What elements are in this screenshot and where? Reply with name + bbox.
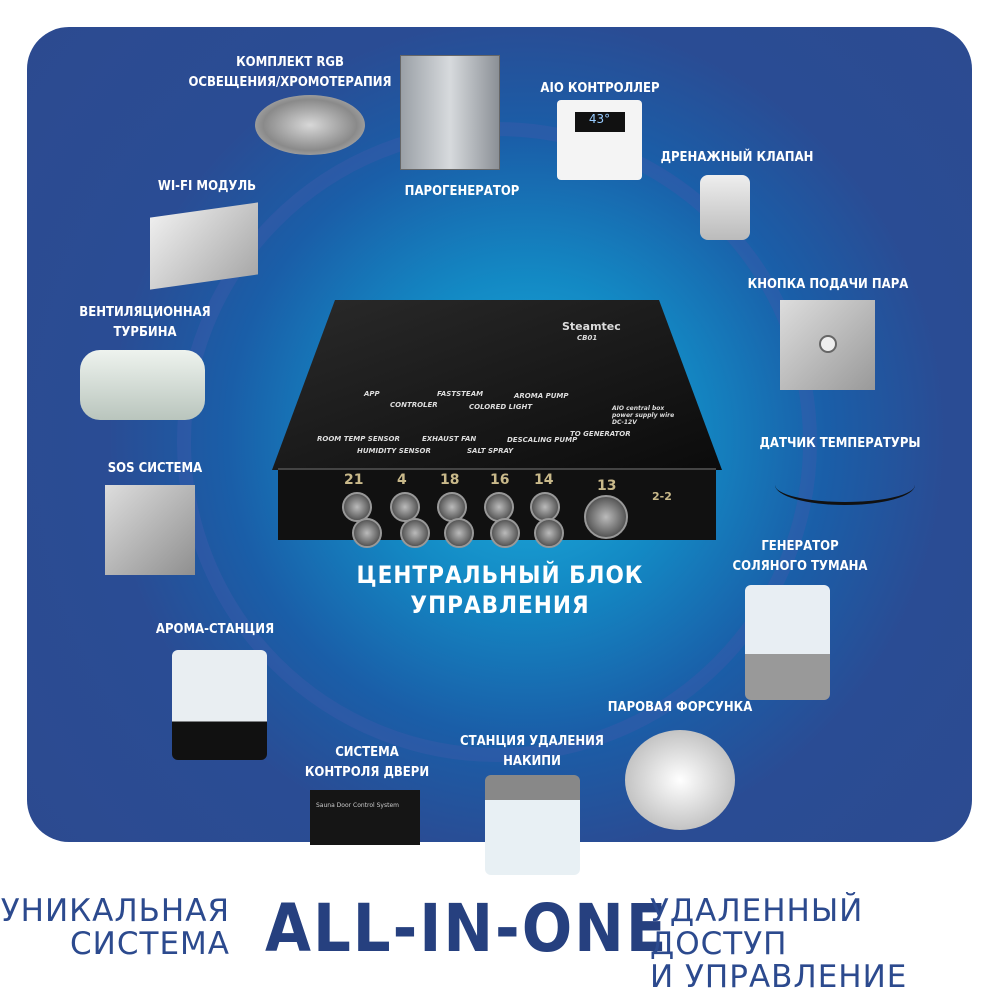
sos-system-image [105, 485, 195, 575]
steam-generator-image [400, 55, 500, 170]
silk-label: ROOM TEMP SENSOR [317, 435, 400, 443]
drain-valve-image [700, 175, 750, 240]
label-nozzle: ПАРОВАЯ ФОРСУНКА [607, 700, 753, 715]
silk-label: AIO central box power supply wire DC-12V [612, 405, 675, 426]
silk-label: AROMA PUMP [514, 392, 569, 400]
steam-button-image [780, 300, 875, 390]
salt-fog-generator-image [745, 585, 830, 700]
silk-label: COLORED LIGHT [469, 403, 533, 411]
door-control-system-image: Sauna Door Control System [310, 790, 420, 845]
footer-title: ALL-IN-ONE [265, 890, 669, 967]
silk-label: DESCALING PUMP [507, 436, 578, 444]
controller-display: 43° [574, 112, 625, 132]
port-number: 21 [344, 472, 364, 488]
port-number: 18 [440, 472, 460, 488]
label-aroma: АРОМА-СТАНЦИЯ [155, 622, 275, 637]
label-steam-generator: ПАРОГЕНЕРАТОР [404, 184, 520, 199]
rgb-light-kit-image [255, 95, 365, 155]
label-wifi: WI-FI МОДУЛЬ [157, 179, 257, 194]
door-box-text: Sauna Door Control System [316, 802, 399, 809]
box-brand: Steamtec [562, 320, 621, 333]
central-control-box-image: Steamtec CB01 APP CONTROLER FASTSTEAM CO… [272, 300, 722, 548]
label-steam-button: КНОПКА ПОДАЧИ ПАРА [747, 277, 909, 292]
silk-label: TO GENERATOR [570, 430, 631, 438]
label-sos: SOS СИСТЕМА [107, 461, 203, 476]
temperature-sensor-image [775, 465, 915, 505]
port-number: 4 [397, 472, 407, 488]
steam-nozzle-image [625, 730, 735, 830]
silk-label: CONTROLER [390, 401, 438, 409]
port-number: 2-2 [652, 490, 672, 503]
silk-label: APP [364, 390, 380, 398]
box-model: CB01 [577, 334, 598, 342]
silk-label: HUMIDITY SENSOR [357, 447, 431, 455]
descaling-station-image [485, 775, 580, 875]
label-temp-sensor: ДАТЧИК ТЕМПЕРАТУРЫ [759, 436, 921, 451]
silk-label: SALT SPRAY [467, 447, 514, 455]
silk-label: EXHAUST FAN [422, 435, 477, 443]
aroma-station-image [172, 650, 267, 760]
label-drain-valve: ДРЕНАЖНЫЙ КЛАПАН [660, 150, 814, 165]
port-number: 14 [534, 472, 554, 488]
silk-label: FASTSTEAM [437, 390, 484, 398]
label-aio-controller: AIO КОНТРОЛЛЕР [540, 81, 660, 96]
wifi-module-image [150, 202, 258, 290]
port-number: 16 [490, 472, 510, 488]
ventilation-fan-image [80, 350, 205, 420]
port-number: 13 [597, 478, 617, 494]
aio-controller-image: 43° [557, 100, 642, 180]
